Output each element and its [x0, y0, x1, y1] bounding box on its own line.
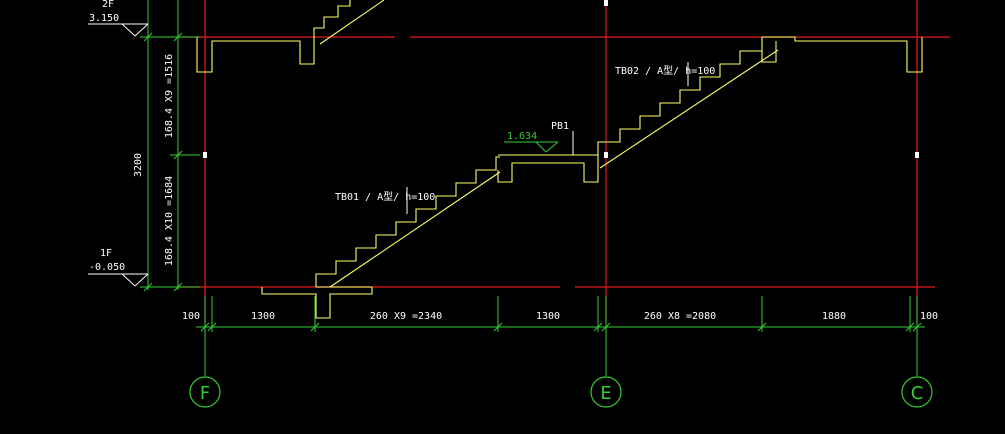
hdim-text: 100	[920, 311, 938, 322]
level-name-2f: 2F	[102, 0, 114, 10]
flight-tb02-beam	[761, 41, 777, 63]
hdim-text: 1880	[822, 311, 846, 322]
vdim-lower-text: 168.4 X10 =1684	[164, 176, 175, 266]
axis-lines	[178, 0, 950, 322]
axis-break-marks	[203, 0, 919, 158]
axis-letter-e: E	[600, 383, 611, 404]
elevation-marker-1f: 1F -0.050	[88, 248, 149, 287]
stair-top-fragment	[313, 0, 351, 41]
axis-circle-c	[901, 376, 933, 408]
break-mark	[203, 152, 207, 158]
axis-letter-c: C	[911, 383, 924, 404]
horizontal-dims	[196, 296, 925, 376]
hdim-tick	[905, 322, 915, 332]
level-triangle-1f	[121, 273, 149, 287]
hdim-tick	[912, 322, 922, 332]
level-name-1f: 1F	[100, 248, 112, 259]
flight-tb02-soffit	[599, 49, 779, 169]
break-mark	[915, 152, 919, 158]
vdim-tick	[173, 282, 183, 292]
flight-tb02-steps	[597, 37, 763, 155]
hdim-tick	[601, 322, 611, 332]
hdim-tick	[200, 322, 210, 332]
hdim-text: 260 X8 =2080	[644, 311, 716, 322]
flight-tb01-soffit	[329, 171, 501, 288]
level-elevation-1f: -0.050	[89, 262, 125, 273]
axis-bubble-e: E	[590, 376, 622, 408]
landing-beam-label: PB1	[551, 121, 569, 132]
landing-slab-bottom	[497, 162, 599, 183]
hdim-text: 1300	[536, 311, 560, 322]
stair-top-fragment-soffit	[319, 0, 385, 45]
vdim-tick	[173, 32, 183, 42]
hdim-text: 1300	[251, 311, 275, 322]
flight-tb01-label: TB01 / A型/ h=100	[335, 190, 435, 203]
hdim-tick	[310, 322, 320, 332]
slab-2f-right	[762, 36, 923, 73]
stair-geometry	[196, 0, 923, 319]
landing-level-triangle	[535, 141, 559, 153]
vdim-upper-text: 168.4 X9 =1516	[164, 54, 175, 138]
axis-circle-f	[189, 376, 221, 408]
break-mark	[604, 0, 608, 6]
slab-2f-left	[196, 37, 315, 73]
hdim-tick	[757, 322, 767, 332]
flight-tb01-steps	[315, 156, 500, 287]
axis-bubble-f: F	[189, 376, 221, 408]
hdim-tick	[207, 322, 217, 332]
horizontal-dim-texts: 100 1300 260 X9 =2340 1300 260 X8 =2080 …	[182, 311, 938, 322]
axis-bubble-c: C	[901, 376, 933, 408]
flight-tb02-label: TB02 / A型/ h=100	[615, 64, 715, 77]
axis-circle-e	[590, 376, 622, 408]
level-triangle-2f	[121, 23, 149, 37]
axis-letter-f: F	[200, 383, 210, 404]
vdim-tick	[173, 150, 183, 160]
level-elevation-2f: 3.150	[89, 13, 119, 24]
hdim-text: 260 X9 =2340	[370, 311, 442, 322]
hdim-tick	[493, 322, 503, 332]
vdim-tick	[143, 32, 153, 42]
hdim-text: 100	[182, 311, 200, 322]
elevation-marker-landing: 1.634	[504, 131, 559, 153]
vertical-dims	[140, 0, 200, 292]
vdim-tick	[143, 282, 153, 292]
vdim-total-text: 3200	[133, 153, 144, 177]
hdim-tick	[593, 322, 603, 332]
break-mark	[604, 152, 608, 158]
slab-1f	[261, 287, 373, 319]
elevation-marker-2f: 2F 3.150	[88, 0, 149, 37]
landing-elevation: 1.634	[507, 131, 537, 142]
